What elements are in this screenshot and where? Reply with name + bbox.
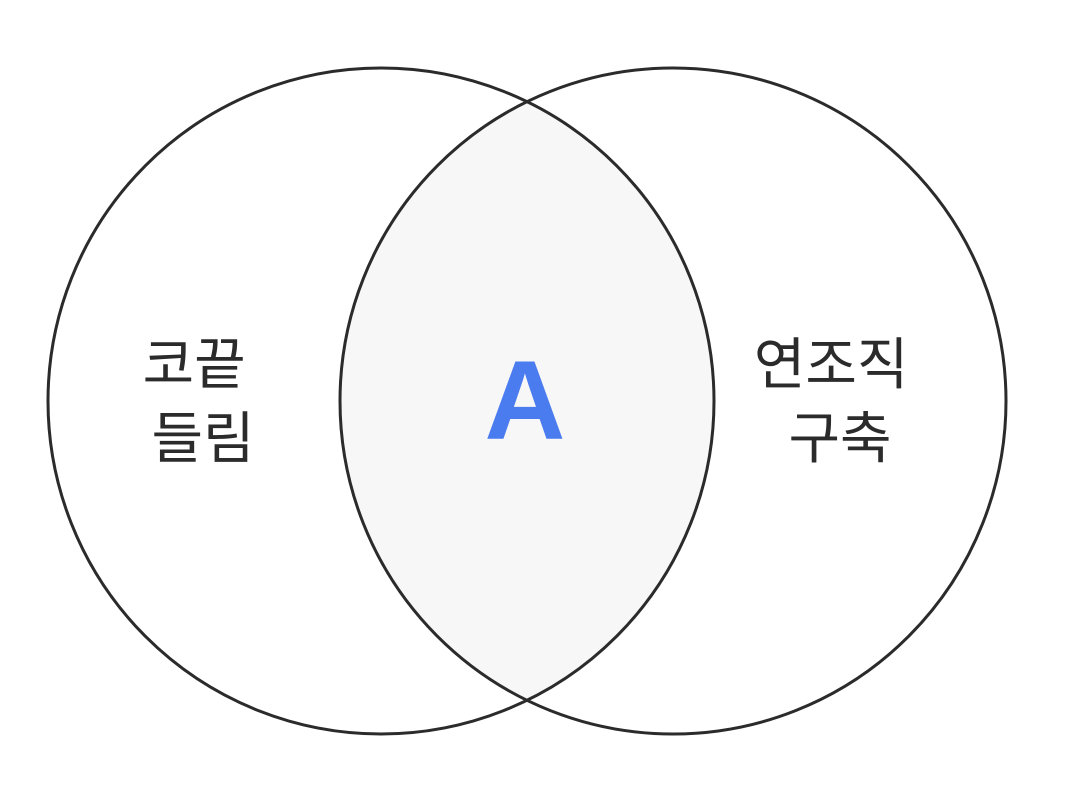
left-set-circle <box>46 66 716 736</box>
right-set-label: 연조직 구축 <box>754 333 926 472</box>
intersection-label: A <box>485 338 566 463</box>
left-set-label-line-2: 들림 <box>151 407 254 472</box>
left-set-label-line-1: 코끝 <box>143 333 246 398</box>
right-set-label-line-1: 연조직 <box>754 333 909 398</box>
intersection-region <box>340 68 714 734</box>
left-set-label: 코끝 들림 <box>143 333 264 472</box>
right-set-label-line-2: 구축 <box>788 407 891 472</box>
right-set-circle <box>338 66 1008 736</box>
